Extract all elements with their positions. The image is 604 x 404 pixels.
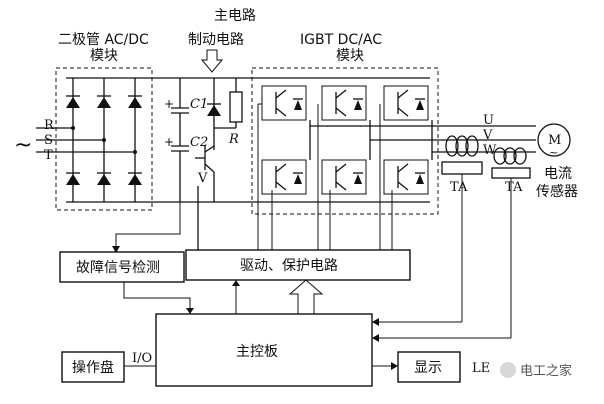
svg-text:+: + (164, 97, 174, 111)
current-sensor-label-2: 传感器 (536, 183, 578, 200)
svg-text:~: ~ (549, 146, 558, 159)
inverter-label-module: 模块 (336, 48, 364, 64)
main-circuit-title: 主电路 (214, 8, 256, 24)
igbt-icon (397, 163, 425, 191)
rectifier-diodes (66, 77, 260, 203)
c2-label: C2 (190, 135, 208, 150)
diode-icon (66, 172, 80, 185)
watermark: 电工之家 (500, 362, 572, 379)
inverter-label: IGBT DC/AC (300, 32, 382, 48)
led-label: LE (472, 361, 490, 376)
rectifier-label-module: 模块 (90, 48, 118, 64)
igbt-bridge (255, 77, 480, 250)
phase-t-label: T (44, 148, 53, 163)
rectifier-label: 二极管 AC/DC (58, 32, 149, 48)
drive-protect-box (185, 249, 411, 281)
drive-protect-label: 驱动、保护电路 (240, 258, 338, 274)
igbt-icon (275, 89, 303, 117)
phase-u-label: U (483, 113, 494, 128)
ta1-label: TA (450, 180, 468, 195)
output-stage: U V W TA TA M ~ 电流 传感器 (441, 113, 578, 338)
display-box (397, 351, 461, 383)
diode-icon (97, 172, 111, 185)
ta2-label: TA (505, 180, 523, 195)
ac-symbol: ~ (14, 133, 32, 158)
igbt-icon (335, 163, 363, 191)
operation-panel-box (61, 351, 125, 383)
current-transformer-icon (441, 135, 483, 175)
diode-icon (66, 95, 80, 108)
igbt-icon (335, 89, 363, 117)
brake-circuit: R V (195, 78, 243, 250)
phase-v-label: V (482, 128, 493, 143)
operation-panel-label: 操作盘 (72, 359, 114, 376)
current-sensor-label: 电流 (544, 166, 572, 182)
motor-label: M (548, 133, 561, 148)
svg-text:+: + (164, 135, 174, 149)
main-board-label: 主控板 (236, 344, 278, 360)
io-label: I/O (132, 351, 152, 366)
brake-circuit-label: 制动电路 (188, 32, 244, 48)
igbt-icon (275, 163, 303, 191)
motor-icon (537, 123, 571, 157)
diode-icon (128, 172, 142, 185)
drive-arrow-icon (288, 279, 324, 315)
main-board-box (155, 313, 373, 387)
igbt-icon (397, 89, 425, 117)
brake-resistor (229, 91, 243, 123)
display-label: 显示 (414, 360, 442, 376)
ac-input: ~ R S T (14, 118, 137, 163)
capacitor-bank: + + C1 C2 (164, 78, 208, 202)
brake-arrow-icon (200, 49, 224, 73)
diode-icon (97, 95, 111, 108)
phase-r-label: R (44, 118, 55, 133)
v-label: V (197, 171, 208, 186)
inverter-module-box (251, 67, 439, 215)
c1-label: C1 (190, 97, 208, 112)
watermark-text: 电工之家 (520, 363, 572, 379)
r-label: R (228, 132, 239, 147)
fault-detect-box (59, 251, 185, 283)
diode-icon (128, 95, 142, 108)
fault-detect-label: 故障信号检测 (76, 260, 160, 276)
